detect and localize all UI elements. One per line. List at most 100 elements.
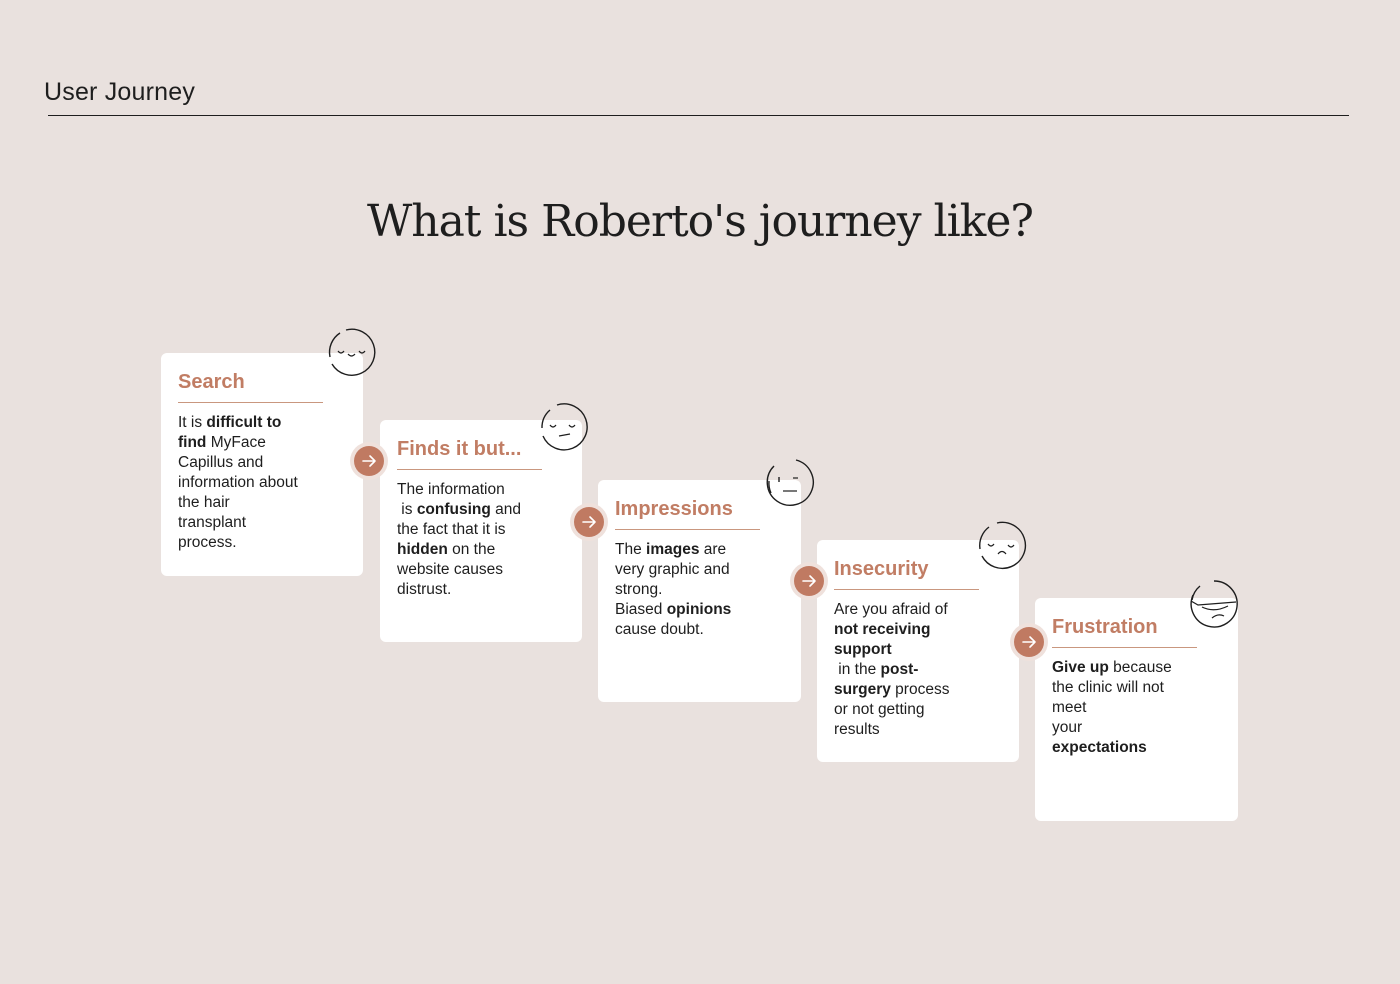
emphasis-text: Give up	[1052, 659, 1109, 676]
arrow-right-icon	[582, 516, 596, 528]
body-text: meet	[1052, 699, 1087, 716]
arrow-right-icon	[362, 455, 376, 467]
body-text: strong.	[615, 581, 663, 598]
body-text: or not getting	[834, 701, 925, 718]
card-body-line: hidden on the	[397, 540, 557, 560]
body-text: are	[699, 541, 727, 558]
body-text: in the	[834, 661, 881, 678]
card-body-line: the clinic will not	[1052, 678, 1212, 698]
body-text: Capillus and	[178, 454, 264, 471]
card-body-line: is confusing and	[397, 500, 557, 520]
body-text: the clinic will not	[1052, 679, 1164, 696]
emphasis-text: difficult to	[206, 414, 282, 431]
card-body-line: very graphic and	[615, 560, 775, 580]
emphasis-text: not receiving	[834, 621, 931, 638]
card-title: Frustration	[1052, 616, 1197, 648]
emphasis-text: post-	[880, 661, 919, 678]
card-body-line: process.	[178, 533, 338, 553]
emphasis-text: support	[834, 641, 892, 658]
card-body-line: or not getting	[834, 700, 994, 720]
card-title: Impressions	[615, 498, 760, 530]
next-step-arrow-4	[1010, 623, 1048, 661]
card-body-line: the fact that it is	[397, 520, 557, 540]
body-text: The	[615, 541, 647, 558]
card-body-line: Capillus and	[178, 453, 338, 473]
body-text: The information	[397, 481, 505, 498]
card-body-line: the hair	[178, 493, 338, 513]
page-title: What is Roberto's journey like?	[367, 196, 1034, 247]
next-step-arrow-3	[790, 562, 828, 600]
card-body-line: in the post-	[834, 660, 994, 680]
emphasis-text: hidden	[397, 541, 448, 558]
body-text: Biased	[615, 601, 667, 618]
body-text: distrust.	[397, 581, 452, 598]
doubtful-face-icon	[541, 403, 588, 451]
body-text: cause doubt.	[615, 621, 704, 638]
card-body-line: information about	[178, 473, 338, 493]
body-text: the fact that it is	[397, 521, 506, 538]
journey-card-insecurity: Insecurity Are you afraid of not receivin…	[817, 540, 1019, 762]
card-body-line: distrust.	[397, 580, 557, 600]
emphasis-text: images	[646, 541, 700, 558]
body-text: Are you afraid of	[834, 601, 948, 618]
card-body-line: find MyFace	[178, 433, 338, 453]
body-text: because	[1108, 659, 1172, 676]
next-step-arrow-1	[350, 442, 388, 480]
card-body-line: The information	[397, 480, 557, 500]
neutral-face-icon	[766, 459, 814, 506]
card-body-line: website causes	[397, 560, 557, 580]
card-body-line: results	[834, 720, 994, 740]
card-title: Search	[178, 371, 323, 403]
body-text: the hair	[178, 494, 230, 511]
arrow-right-icon	[1022, 636, 1036, 648]
card-body-line: support	[834, 640, 994, 660]
worried-face-icon	[979, 521, 1027, 570]
emphasis-text: expectations	[1052, 739, 1147, 756]
card-body-line: expectations	[1052, 738, 1212, 758]
content-face-icon	[328, 328, 376, 376]
emphasis-text: find	[178, 434, 207, 451]
body-text: your	[1052, 719, 1083, 736]
card-body-line: strong.	[615, 580, 775, 600]
card-body-line: meet	[1052, 698, 1212, 718]
arrow-right-icon	[802, 575, 816, 587]
body-text: information about	[178, 474, 298, 491]
body-text: results	[834, 721, 880, 738]
body-text: is	[397, 501, 417, 518]
emphasis-text: confusing	[416, 501, 491, 518]
body-text: very graphic and	[615, 561, 730, 578]
body-text: transplant	[178, 514, 247, 531]
header-divider	[48, 115, 1349, 116]
card-title: Insecurity	[834, 558, 979, 590]
card-body-line: The images are	[615, 540, 775, 560]
header-title: User Journey	[44, 78, 196, 106]
body-text: process	[890, 681, 950, 698]
journey-card-finds: Finds it but... The information is confu…	[380, 420, 582, 642]
card-body-line: cause doubt.	[615, 620, 775, 640]
body-text: website causes	[397, 561, 503, 578]
frustrated-face-icon	[1190, 580, 1238, 628]
card-body-line: surgery process	[834, 680, 994, 700]
card-body-line: transplant	[178, 513, 338, 533]
card-body-line: Biased opinions	[615, 600, 775, 620]
card-body-line: not receiving	[834, 620, 994, 640]
card-title: Finds it but...	[397, 438, 542, 470]
body-text: It is	[178, 414, 207, 431]
card-body-line: Give up because	[1052, 658, 1212, 678]
card-body-line: Are you afraid of	[834, 600, 994, 620]
card-body-line: your	[1052, 718, 1212, 738]
body-text: and	[490, 501, 522, 518]
body-text: process.	[178, 534, 237, 551]
emphasis-text: surgery	[834, 681, 891, 698]
body-text: MyFace	[206, 434, 266, 451]
card-body-line: It is difficult to	[178, 413, 338, 433]
body-text: on the	[447, 541, 496, 558]
emphasis-text: opinions	[666, 601, 732, 618]
